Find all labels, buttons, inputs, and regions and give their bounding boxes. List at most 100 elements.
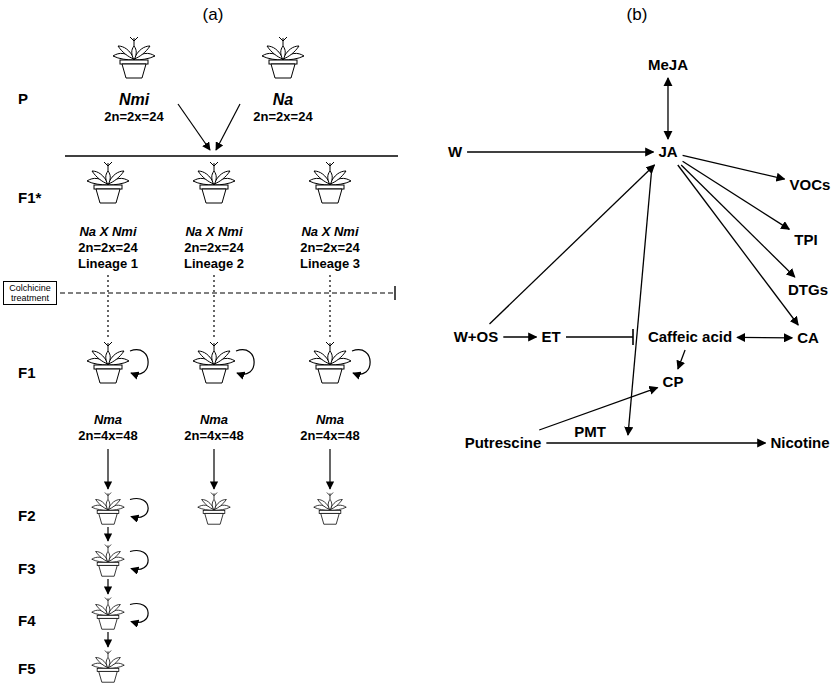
plant-node: Nma2n=4x=48	[184, 340, 243, 444]
pathway-term: JA	[656, 142, 679, 162]
plant-labels: Na X Nmi2n=2x=24Lineage 1	[78, 224, 138, 272]
plant-leaf	[211, 493, 217, 500]
generation-label: F5	[18, 660, 36, 677]
self-cross-arrow	[130, 350, 148, 375]
edge-label: PMT	[573, 423, 607, 440]
plant-label: Lineage 2	[184, 256, 244, 272]
plant-node: Na X Nmi2n=2x=24Lineage 3	[300, 160, 360, 272]
plant-leaf	[328, 171, 333, 185]
plant-leaf	[105, 545, 111, 552]
plant-icon	[191, 160, 237, 204]
plant-label: Nmi	[104, 91, 163, 108]
pot-rim	[120, 60, 148, 64]
generation-arrow	[107, 632, 108, 647]
plant-node: Nmi2n=2x=24	[104, 35, 163, 125]
pathway-term: CP	[661, 372, 686, 392]
pot-rim	[97, 615, 119, 618]
self-cross-arrow	[130, 551, 148, 570]
pot-body	[202, 369, 226, 383]
pot-body	[99, 671, 118, 682]
lineage-line	[107, 275, 108, 337]
plant-node: Nma2n=4x=48	[78, 340, 137, 444]
generation-arrow	[107, 449, 108, 489]
inhibition-bar	[632, 329, 634, 345]
plant-leaf	[105, 493, 111, 500]
plant-icon	[314, 493, 346, 525]
pathway-arrow	[681, 165, 795, 277]
cross-arrow	[178, 104, 210, 150]
plant-label: 2n=2x=24	[78, 240, 138, 256]
plant-labels: Na2n=2x=24	[253, 91, 312, 125]
generation-label: P	[18, 90, 28, 107]
plant-leaf	[106, 500, 109, 511]
plant-leaf	[130, 37, 138, 46]
plant-icon	[307, 340, 353, 384]
plant-node: Na2n=2x=24	[253, 35, 312, 125]
pot-rim	[200, 185, 228, 189]
plant-label: Nma	[300, 412, 359, 428]
term-label: Caffeic acid	[648, 328, 732, 346]
plant-label: 2n=2x=24	[184, 240, 244, 256]
plant-label: Lineage 3	[300, 256, 360, 272]
plant-labels: Na X Nmi2n=2x=24Lineage 2	[184, 224, 244, 272]
plant-label: 2n=2x=24	[253, 108, 312, 125]
plant-icon	[92, 598, 124, 630]
pathway-arrow	[489, 165, 654, 324]
pathway-term: Caffeic acid	[646, 327, 734, 347]
pot-rim	[319, 510, 341, 513]
term-label: Nicotine	[770, 434, 829, 452]
plant-leaf	[104, 342, 112, 351]
self-cross-arrow	[130, 499, 148, 518]
pathway-arrow	[737, 337, 792, 339]
plant-label: Na	[253, 91, 312, 108]
pathway-arrow	[546, 442, 765, 443]
term-label: CP	[663, 373, 684, 391]
generation-arrow	[107, 579, 108, 594]
generation-label: F3	[18, 560, 36, 577]
plant-icon	[307, 160, 353, 204]
plant-label: Na X Nmi	[300, 224, 360, 240]
plant-icon	[85, 340, 131, 384]
pot-body	[96, 189, 120, 203]
pathway-term: CA	[795, 328, 821, 348]
pathway-arrow	[678, 165, 798, 325]
pot-body	[96, 369, 120, 383]
term-label: W+OS	[454, 328, 499, 346]
pot-rim	[269, 60, 297, 64]
pot-rim	[97, 562, 119, 565]
generation-label: F1*	[18, 189, 41, 206]
plant-icon	[92, 545, 124, 577]
plant-label: Nma	[184, 412, 243, 428]
plant-node: Na X Nmi2n=2x=24Lineage 2	[184, 160, 244, 272]
pot-rim	[316, 185, 344, 189]
pot-body	[99, 618, 118, 629]
term-label: TPI	[794, 231, 817, 249]
pathway-term: TPI	[792, 230, 819, 250]
pathway-arrow	[678, 350, 685, 369]
pot-body	[271, 64, 295, 78]
plant-labels: Nma2n=4x=48	[78, 412, 137, 444]
plant-leaf	[210, 162, 218, 171]
plant-leaf	[104, 162, 112, 171]
plant-leaf	[106, 552, 109, 563]
plant-leaf	[281, 46, 286, 60]
plant-leaf	[212, 171, 217, 185]
generation-label: F2	[18, 507, 36, 524]
pathway-arrow	[467, 151, 653, 152]
pathway-term: Putrescine	[463, 433, 544, 453]
plant-label: Na X Nmi	[184, 224, 244, 240]
plant-label: 2n=4x=48	[184, 428, 243, 444]
note-label: Colchicine treatment	[7, 283, 53, 303]
pot-rim	[97, 510, 119, 513]
plant-label: 2n=4x=48	[300, 428, 359, 444]
pathway-term: DTGs	[786, 280, 830, 300]
plant-node: Nma2n=4x=48	[300, 340, 359, 444]
treatment-line-end	[394, 286, 395, 300]
pathway-arrow	[503, 336, 536, 337]
plant-leaf	[132, 46, 137, 60]
plant-icon	[191, 340, 237, 384]
pathway-term: ET	[539, 327, 562, 347]
plant-leaf	[327, 493, 333, 500]
plant-leaf	[105, 651, 111, 658]
plant-leaf	[106, 171, 111, 185]
